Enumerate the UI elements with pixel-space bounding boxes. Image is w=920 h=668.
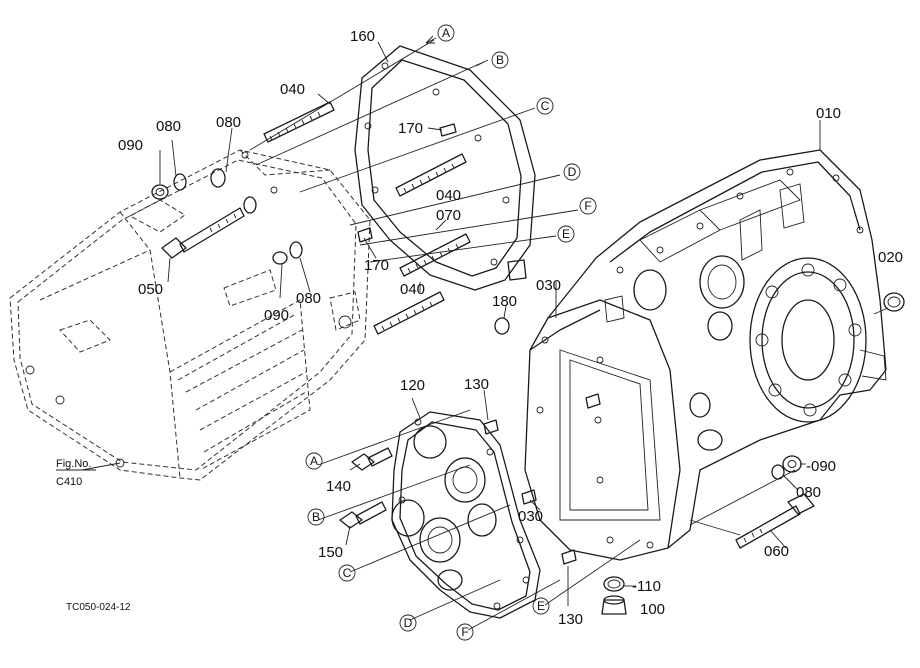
- bolt-150: [339, 501, 387, 529]
- callout-180: 180: [492, 293, 517, 310]
- marker-D-bottom: D: [399, 614, 417, 632]
- svg-text:F: F: [461, 625, 468, 639]
- bolt-060: [735, 493, 815, 549]
- marker-C-top: C: [536, 97, 554, 115]
- callout-130-b: 130: [558, 611, 583, 628]
- callout-130-a: 130: [464, 376, 489, 393]
- callout-030-b: 030: [518, 508, 543, 525]
- callout-060: 060: [764, 543, 789, 560]
- callout-160: 160: [350, 28, 375, 45]
- drawing-code: TC050-024-12: [66, 602, 131, 613]
- studs-040: [263, 101, 471, 335]
- bolt-050: [161, 207, 245, 259]
- svg-text:Fig.No.: Fig.No.: [56, 458, 91, 470]
- callout-050: 050: [138, 281, 163, 298]
- callout-080-a: 080: [156, 118, 181, 135]
- callout-120: 120: [400, 377, 425, 394]
- callout-080-b: 080: [216, 114, 241, 131]
- callout-090-b: 090: [264, 307, 289, 324]
- reference-housing-outline: [9, 149, 371, 481]
- washers-lower-right: [771, 455, 802, 480]
- pins-170: [357, 123, 457, 243]
- svg-text:B: B: [312, 510, 320, 524]
- marker-D-top: D: [563, 163, 581, 181]
- marker-F-bottom: F: [456, 623, 474, 641]
- callout-080-c: 080: [296, 290, 321, 307]
- marker-A-top: A: [425, 24, 455, 44]
- callout-010: 010: [816, 105, 841, 122]
- marker-B-top: B: [475, 51, 509, 69]
- plug-020: [873, 292, 905, 315]
- svg-text:D: D: [568, 165, 577, 179]
- svg-text:A: A: [310, 454, 318, 468]
- pin-180: [494, 317, 510, 335]
- callout-030-a: 030: [536, 277, 561, 294]
- callout-100: 100: [640, 601, 665, 618]
- callout-110: -110: [632, 578, 661, 595]
- marker-F-top: F: [579, 197, 597, 215]
- svg-text:E: E: [562, 227, 570, 241]
- pins-130: [483, 419, 577, 565]
- callout-040-a: 040: [280, 81, 305, 98]
- callout-040-b: 040: [436, 187, 461, 204]
- drain-plug-100: [601, 576, 627, 615]
- marker-A-bottom: A: [305, 452, 323, 470]
- figure-reference: Fig.No. C410: [56, 458, 96, 488]
- svg-text:C410: C410: [56, 476, 82, 488]
- svg-text:F: F: [584, 199, 591, 213]
- marker-E-top: E: [557, 225, 575, 243]
- svg-text:C: C: [343, 566, 352, 580]
- transmission-case-010: [524, 149, 887, 561]
- callout-leaders: [159, 41, 821, 606]
- svg-text:C: C: [541, 99, 550, 113]
- svg-text:B: B: [496, 53, 504, 67]
- callout-070: 070: [436, 207, 461, 224]
- gasket-plate-160: [354, 45, 536, 291]
- bolt-140: [351, 447, 393, 471]
- cover-plate-120: [391, 411, 541, 619]
- callout-040-c: 040: [400, 281, 425, 298]
- washers-upper: [151, 168, 303, 265]
- callout-170-a: 170: [398, 120, 423, 137]
- marker-E-bottom: E: [532, 597, 550, 615]
- assembly-lines: [249, 39, 796, 631]
- marker-B-bottom: B: [307, 508, 325, 526]
- svg-text:D: D: [404, 616, 413, 630]
- svg-text:E: E: [537, 599, 545, 613]
- callout-020: 020: [878, 249, 903, 266]
- callout-090-c: -090: [806, 458, 836, 475]
- pins-030: [521, 393, 601, 505]
- callout-140: 140: [326, 478, 351, 495]
- callout-090-a: 090: [118, 137, 143, 154]
- callout-170-b: 170: [364, 257, 389, 274]
- callout-080-d: 080: [796, 484, 821, 501]
- callout-150: 150: [318, 544, 343, 561]
- marker-C-bottom: C: [338, 564, 356, 582]
- svg-text:A: A: [442, 26, 450, 40]
